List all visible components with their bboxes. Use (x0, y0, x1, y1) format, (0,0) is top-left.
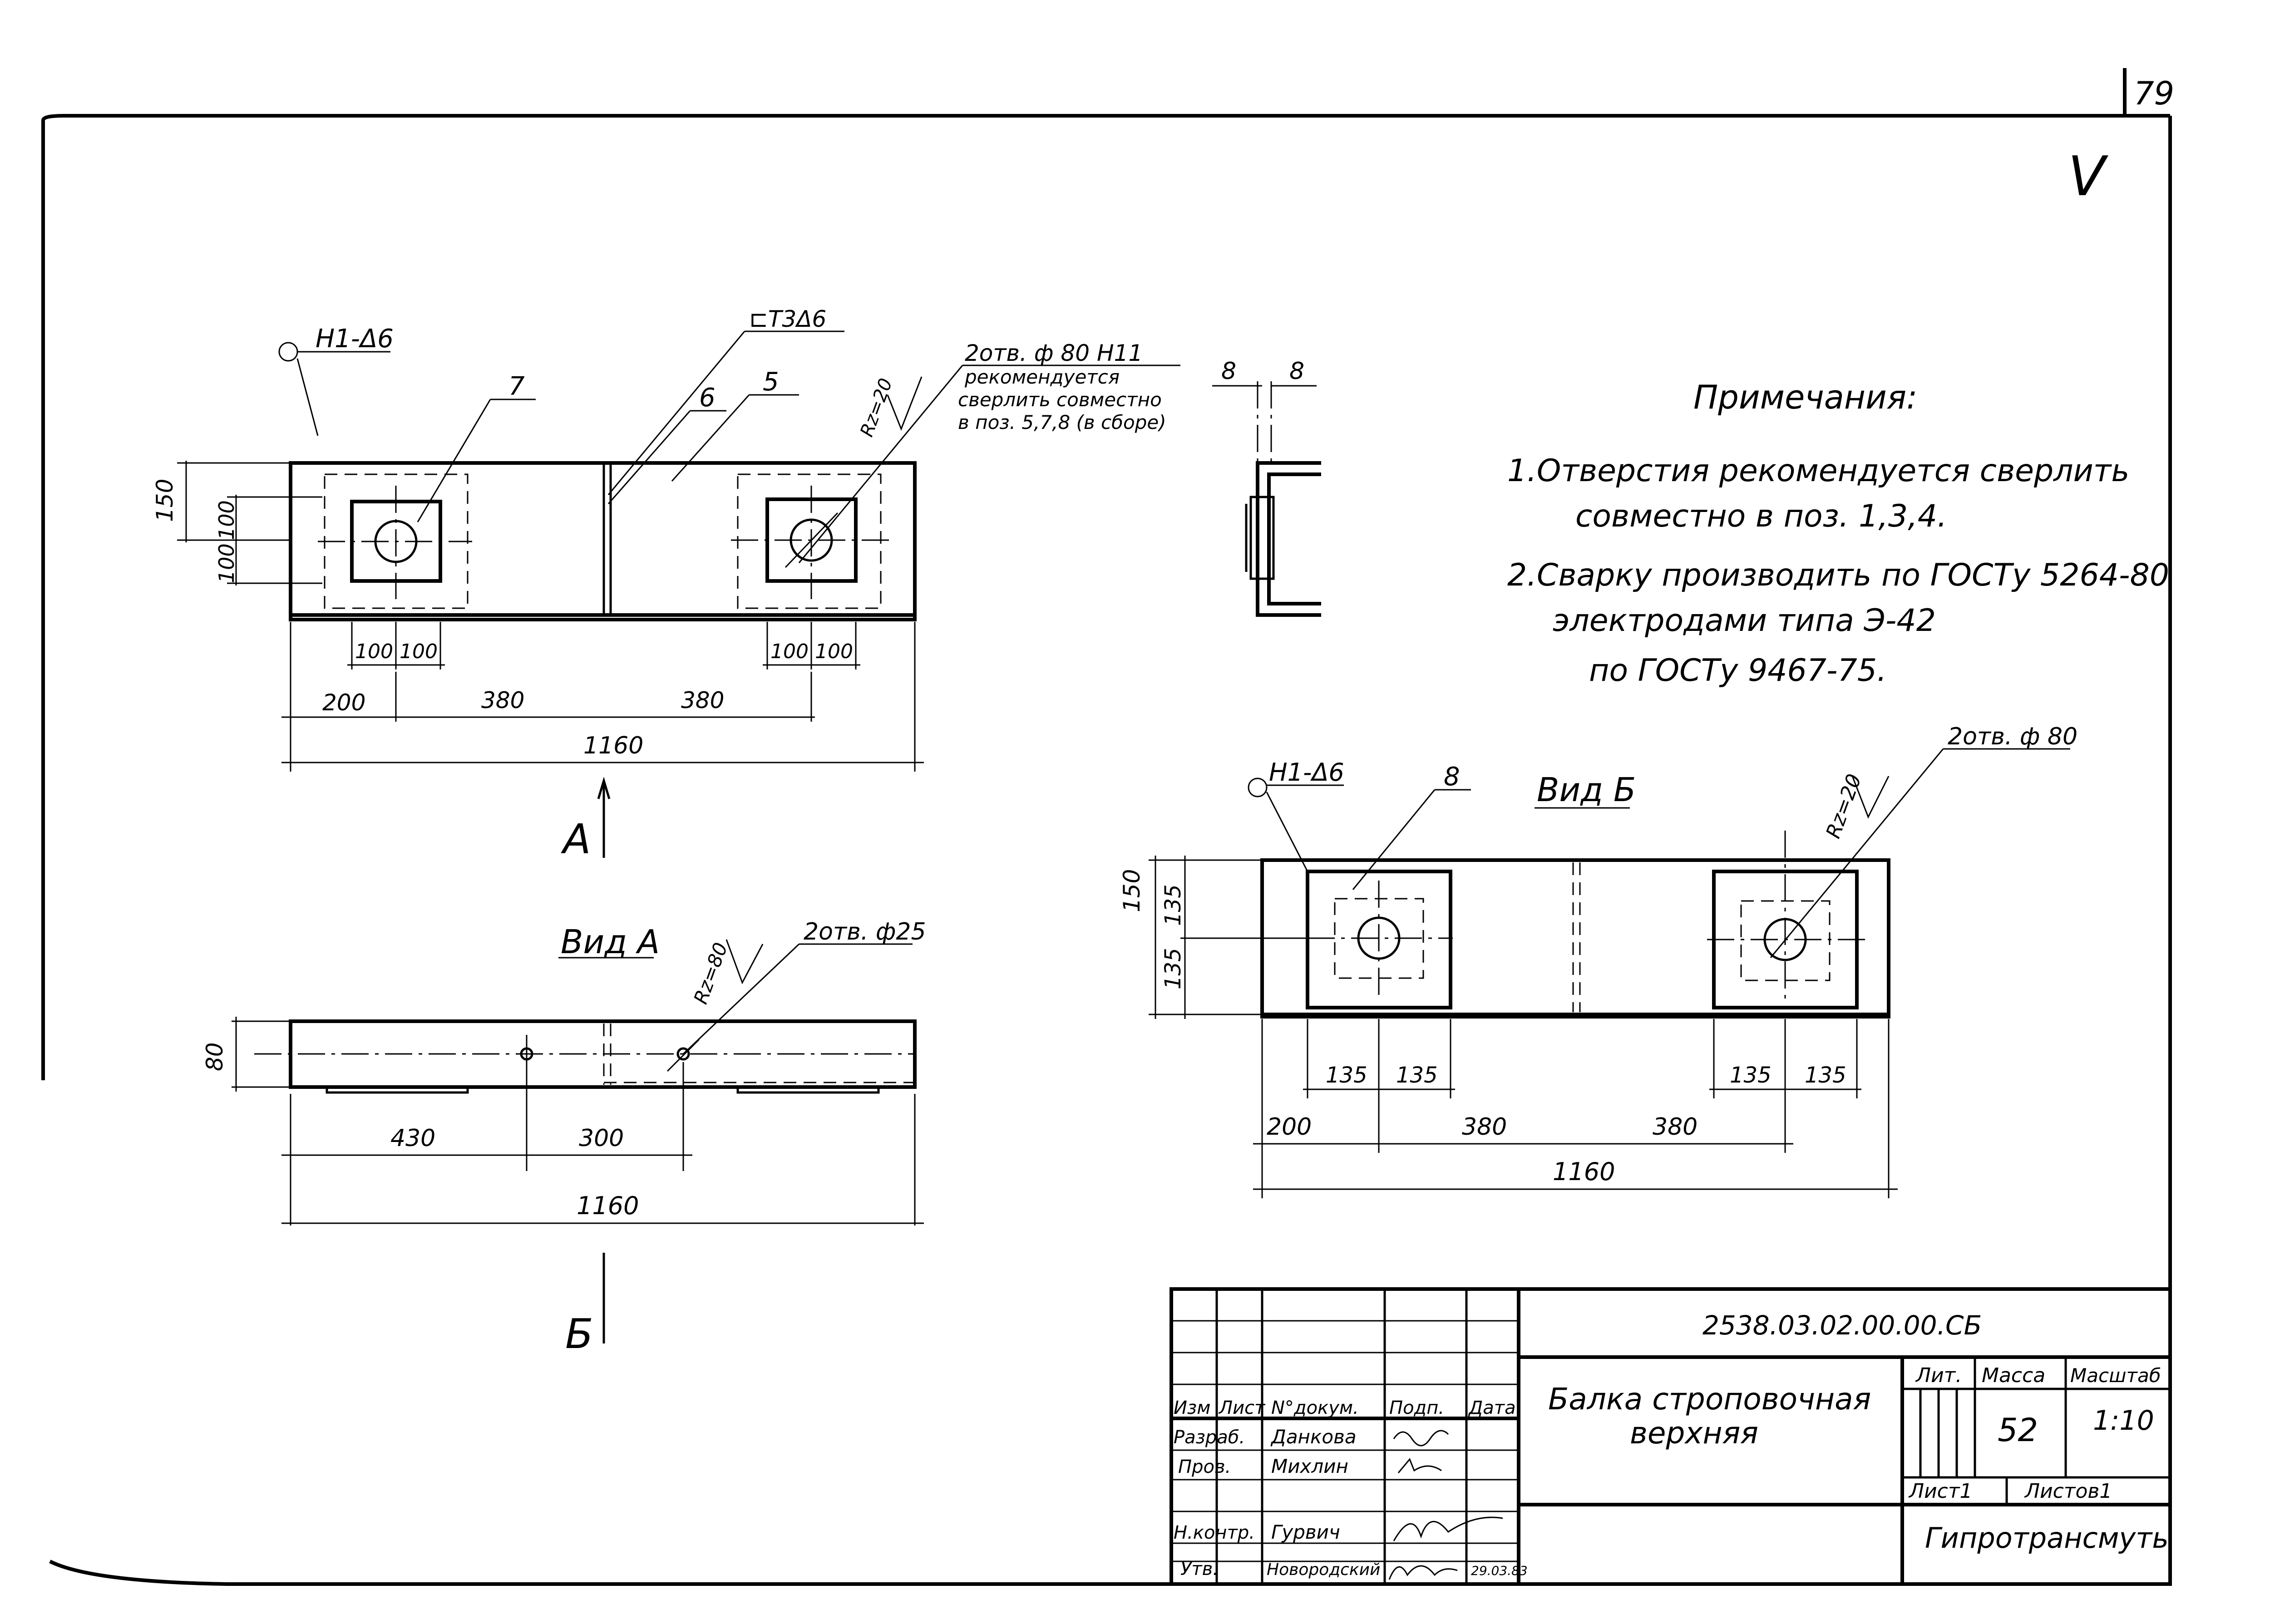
dim-380-main-1: 380 (481, 687, 524, 714)
name-nkontr: Гурвич (1271, 1521, 1340, 1543)
sheet-frame (41, 68, 2172, 1586)
weld-mark-left: Н1-Δ6 (316, 324, 394, 354)
signature-prov (1397, 1458, 1442, 1473)
dim-200-main: 200 (322, 689, 365, 716)
note-line-1: 1.Отверстия рекомендуется сверлить (1507, 453, 2130, 489)
main-view (177, 330, 1180, 858)
view-a-title: Вид А (561, 923, 660, 961)
dim-100-main-h2: 100 (400, 640, 438, 663)
col-doc: N°докум. (1271, 1398, 1359, 1418)
section-view (1212, 381, 1321, 617)
signature-utv (1388, 1565, 1458, 1580)
sheets-label: Листов1 (2024, 1480, 2112, 1503)
dim-100-main-h3: 100 (770, 640, 809, 663)
dim-200-view-b: 200 (1267, 1113, 1312, 1141)
hole-note-line-3: сверлить совместно (958, 389, 1162, 411)
scale-value: 1:10 (2093, 1405, 2154, 1437)
note-line-5: по ГОСТу 9467-75. (1589, 653, 1887, 689)
weld-mark-top: ⊏Т3Δ6 (749, 306, 826, 332)
notes-title: Примечания: (1693, 378, 1917, 416)
hole-note-line-2: рекомендуется (964, 366, 1120, 388)
name-utv: Новородский (1267, 1560, 1380, 1579)
signature-nkontr (1393, 1516, 1503, 1541)
lit-label: Лит. (1915, 1364, 1962, 1387)
scale-label: Масштаб (2070, 1364, 2161, 1387)
mass-value: 52 (1998, 1412, 2038, 1449)
col-date: Дата (1468, 1398, 1516, 1418)
dim-100-main-h1: 100 (355, 640, 393, 663)
dim-1160-main: 1160 (583, 732, 643, 759)
dim-135-view-b-h3: 135 (1730, 1063, 1772, 1088)
dim-80: 80 (202, 1042, 228, 1071)
dim-1160-view-b: 1160 (1553, 1157, 1615, 1186)
role-nkontr: Н.контр. (1174, 1522, 1255, 1543)
view-a (232, 939, 924, 1343)
role-razrab: Разраб. (1174, 1427, 1245, 1448)
view-b-weld-mark: Н1-Δ6 (1269, 758, 1344, 787)
dim-150-main: 150 (152, 479, 178, 522)
dim-100-main-h4: 100 (815, 640, 853, 663)
position-7: 7 (508, 372, 525, 401)
role-utv: Утв. (1180, 1559, 1219, 1580)
dim-135-view-b-v1: 135 (1160, 884, 1186, 926)
doc-number: 2538.03.02.00.00.СБ (1702, 1310, 1982, 1341)
note-line-2: совместно в поз. 1,3,4. (1575, 498, 1947, 534)
view-b-roughness: Rz=20 (1821, 771, 1866, 842)
col-sign: Подп. (1389, 1398, 1444, 1418)
dim-135-view-b-h2: 135 (1396, 1063, 1438, 1088)
view-arrow-b: Б (565, 1310, 593, 1358)
part-name-line-2: верхняя (1630, 1416, 1758, 1451)
dim-100-main-v1: 100 (214, 500, 239, 540)
roughness-main: Rz=20 (856, 376, 897, 440)
position-8: 8 (1444, 762, 1460, 792)
view-b (1149, 748, 2070, 1198)
mass-label: Масса (1982, 1364, 2045, 1387)
hole-note-line-1: 2отв. ф 80 Н11 (965, 340, 1143, 366)
page-number: 79 (2134, 75, 2174, 112)
date-utv: 29.03.83 (1471, 1563, 1528, 1578)
organization: Гипротрансмуть (1925, 1521, 2169, 1555)
dim-150-view-b: 150 (1119, 869, 1145, 912)
roughness-mark: V (2068, 145, 2109, 208)
sheet-label: Лист1 (1908, 1480, 1973, 1503)
dim-135-view-b-h1: 135 (1326, 1063, 1367, 1088)
dim-8-left: 8 (1221, 358, 1236, 385)
view-b-hole-note: 2отв. ф 80 (1948, 723, 2078, 750)
dim-430: 430 (390, 1125, 435, 1152)
dim-380-main-2: 380 (681, 687, 724, 714)
hole-note-line-4: в поз. 5,7,8 (в сборе) (958, 411, 1166, 433)
view-b-title: Вид Б (1537, 771, 1636, 809)
view-a-hole-note: 2отв. ф25 (804, 918, 926, 945)
part-name-line-1: Балка строповочная (1548, 1382, 1871, 1417)
dim-135-view-b-h4: 135 (1805, 1063, 1846, 1088)
note-line-3: 2.Сварку производить по ГОСТу 5264-80 (1507, 557, 2169, 593)
signature-razrab (1393, 1430, 1449, 1447)
col-izm: Изм (1174, 1398, 1210, 1418)
dim-135-view-b-v2: 135 (1160, 948, 1186, 989)
title-block (1170, 1287, 2172, 1586)
view-a-roughness: Rz=80 (689, 940, 732, 1007)
dim-380-view-b-2: 380 (1653, 1113, 1698, 1141)
dim-1160-view-a: 1160 (577, 1191, 639, 1220)
dim-380-view-b-1: 380 (1462, 1113, 1507, 1141)
notes: Примечания: 1.Отверстия рекомендуется св… (1507, 378, 2169, 689)
view-arrow-a: А (561, 816, 591, 863)
position-5: 5 (763, 367, 779, 397)
dim-8-right: 8 (1289, 358, 1304, 385)
name-razrab: Данкова (1270, 1426, 1357, 1448)
note-line-4: электродами типа Э-42 (1553, 603, 1936, 639)
dim-100-main-v2: 100 (214, 543, 239, 583)
position-6: 6 (699, 383, 716, 413)
role-prov: Пров. (1178, 1457, 1231, 1477)
dim-300: 300 (579, 1125, 624, 1152)
col-list: Лист (1218, 1398, 1266, 1418)
name-prov: Михлин (1271, 1455, 1348, 1477)
